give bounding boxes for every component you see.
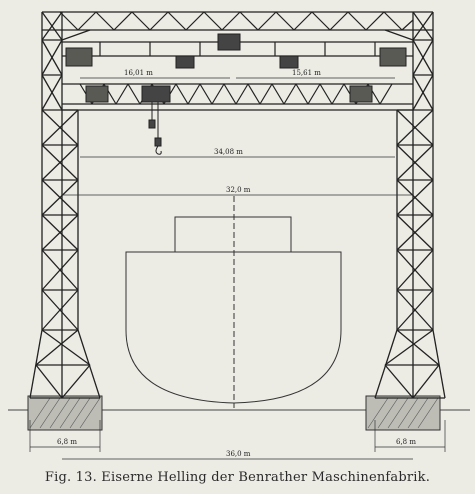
foundation-left — [27, 395, 103, 431]
top-girder — [42, 11, 433, 41]
dim-inner-span: 34,08 m — [214, 148, 243, 156]
ship-hull — [125, 196, 342, 408]
figure-caption: Fig. 13. Eiserne Helling der Benrather M… — [44, 470, 431, 485]
dim-trolley-left: 16,01 m — [124, 69, 153, 77]
dim-base-span: 36,0 m — [226, 450, 251, 458]
foundation-right — [365, 395, 441, 431]
right-tower — [374, 11, 446, 399]
left-tower — [29, 11, 101, 399]
crane-trolleys — [65, 33, 407, 103]
dim-trolley-right: 15,61 m — [292, 69, 321, 77]
dimension-lines — [29, 77, 446, 460]
dim-foot-left: 6,8 m — [57, 438, 77, 446]
dim-ship-beam: 32,0 m — [226, 186, 251, 194]
crane-hook — [148, 102, 162, 155]
dim-foot-right: 6,8 m — [396, 438, 416, 446]
